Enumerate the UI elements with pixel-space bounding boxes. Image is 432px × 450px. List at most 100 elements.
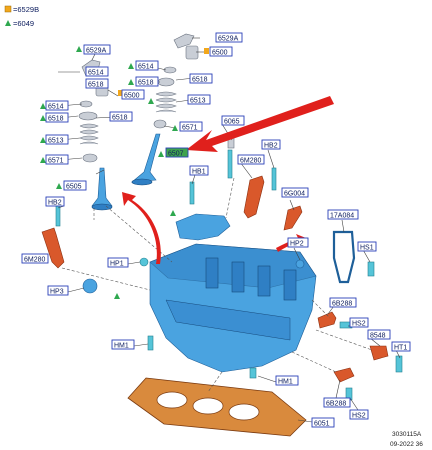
- callout-6518-right[interactable]: 6518: [135, 76, 159, 87]
- svg-text:6B288: 6B288: [332, 301, 352, 308]
- oil-control-valve-6M280-top: [243, 175, 265, 219]
- plug-hp2: [295, 259, 305, 269]
- valve-left: [91, 167, 113, 207]
- svg-text:6065: 6065: [224, 119, 240, 126]
- valve-spring-left: [79, 123, 99, 145]
- svg-text:HS2: HS2: [352, 321, 366, 328]
- callout-8548[interactable]: 8548: [367, 329, 391, 340]
- callout-6529A-left[interactable]: 6529A: [83, 44, 111, 55]
- callout-6G004[interactable]: 6G004: [281, 187, 309, 198]
- head-gasket-6051: [127, 377, 307, 437]
- svg-text:HP3: HP3: [50, 289, 64, 296]
- valve-head-center: [131, 178, 153, 186]
- cylinder-head-side-face: [165, 299, 291, 341]
- bolt-hm1-left: [147, 335, 154, 351]
- callout-HM1-bottom[interactable]: HM1: [275, 375, 299, 386]
- callout-6513-right[interactable]: 6513: [187, 94, 211, 105]
- callout-HS2-bottom[interactable]: HS2: [349, 409, 369, 420]
- callout-6B288-bottom[interactable]: 6B288: [323, 397, 351, 408]
- callout-HB2-left[interactable]: HB2: [45, 196, 65, 207]
- callout-6518-left-mid[interactable]: 6518: [109, 111, 133, 122]
- callout-6B288-top[interactable]: 6B288: [329, 297, 357, 308]
- svg-text:6518: 6518: [88, 82, 104, 89]
- svg-text:HB2: HB2: [264, 143, 278, 150]
- gasket-bore-1: [156, 391, 188, 409]
- callout-HM1-left[interactable]: HM1: [111, 339, 135, 350]
- svg-text:HP2: HP2: [290, 241, 304, 248]
- callout-6500-right[interactable]: 6500: [209, 46, 233, 57]
- callout-6051[interactable]: 6051: [311, 417, 335, 428]
- bolt-hb2-top: [271, 167, 277, 191]
- gasket-bore-3: [228, 403, 260, 421]
- figure-code: 3030115A: [392, 431, 422, 438]
- svg-text:6051: 6051: [314, 421, 330, 428]
- callout-6065[interactable]: 6065: [221, 115, 245, 126]
- callout-6529A-right[interactable]: 6529A: [215, 32, 243, 43]
- callout-6507[interactable]: 6507: [165, 147, 189, 158]
- callout-6518-left[interactable]: 6518: [45, 112, 69, 123]
- callout-HT1[interactable]: HT1: [391, 341, 411, 352]
- lash-adjuster-center: [185, 45, 199, 60]
- triangle-icon: [40, 103, 46, 109]
- callouts: 6529A 6514 6518 6500 6514 6518 6518 6513…: [21, 32, 411, 428]
- valve-seal-left: [82, 153, 98, 163]
- cam-tower-3: [257, 265, 271, 297]
- triangle-icon: [56, 183, 62, 189]
- triangle-icon: [40, 137, 46, 143]
- callout-HS1[interactable]: HS1: [357, 241, 377, 252]
- svg-text:HS2: HS2: [352, 413, 366, 420]
- curved-arrow-left: [122, 192, 161, 264]
- svg-text:6500: 6500: [212, 50, 228, 57]
- svg-text:6505: 6505: [66, 184, 82, 191]
- bolt-hm1-bottom: [249, 367, 257, 379]
- callout-HB2-top[interactable]: HB2: [261, 139, 281, 150]
- callout-6500-left[interactable]: 6500: [121, 89, 145, 100]
- sensor-6G004: [283, 205, 303, 231]
- triangle-icon: [172, 125, 178, 131]
- triangle-icon: [158, 151, 164, 157]
- triangle-icon: [114, 293, 120, 299]
- callout-6518-left-top[interactable]: 6518: [85, 78, 109, 89]
- callout-HP1[interactable]: HP1: [107, 257, 129, 268]
- valve-retainer-left: [78, 111, 98, 121]
- svg-text:6B288: 6B288: [326, 401, 346, 408]
- callout-6514-right[interactable]: 6514: [135, 60, 159, 71]
- valve-retainer-center: [157, 77, 175, 87]
- cam-tower-1: [205, 257, 219, 289]
- triangle-icon: [40, 115, 46, 121]
- square-icon: [118, 90, 123, 96]
- callout-6M280-left[interactable]: 6M280: [21, 253, 49, 264]
- callout-6518-right-2[interactable]: 6518: [189, 73, 213, 84]
- callout-6571-right[interactable]: 6571: [179, 121, 203, 132]
- svg-text:6514: 6514: [138, 64, 154, 71]
- svg-text:6529A: 6529A: [86, 48, 107, 55]
- callout-6571-left[interactable]: 6571: [45, 154, 69, 165]
- bolt-ht1: [395, 355, 403, 373]
- callout-6505[interactable]: 6505: [63, 180, 87, 191]
- svg-text:6518: 6518: [192, 77, 208, 84]
- callout-HP3[interactable]: HP3: [47, 285, 69, 296]
- triangle-icon: [170, 210, 176, 216]
- svg-text:17A084: 17A084: [330, 213, 354, 220]
- triangle-icon: [128, 63, 134, 69]
- callout-17A084[interactable]: 17A084: [327, 209, 359, 220]
- center-valve-stack: [131, 33, 199, 186]
- callout-6M280-top[interactable]: 6M280: [237, 154, 265, 165]
- callout-HP2[interactable]: HP2: [287, 237, 309, 248]
- svg-text:6513: 6513: [190, 98, 206, 105]
- camshaft-bracket: [175, 213, 231, 241]
- callout-6514-left-top[interactable]: 6514: [85, 66, 109, 77]
- svg-text:HS1: HS1: [360, 245, 374, 252]
- fitting-8548: [369, 345, 389, 361]
- callout-6514-left[interactable]: 6514: [45, 100, 69, 111]
- callout-6513-left[interactable]: 6513: [45, 134, 69, 145]
- svg-text:HM1: HM1: [114, 343, 129, 350]
- svg-text:6M280: 6M280: [240, 158, 262, 165]
- callout-HB1[interactable]: HB1: [189, 165, 209, 176]
- callout-HS2-top[interactable]: HS2: [349, 317, 369, 328]
- svg-text:HB2: HB2: [48, 200, 62, 207]
- legend-text-6049: =6049: [13, 19, 34, 28]
- svg-text:HB1: HB1: [192, 169, 206, 176]
